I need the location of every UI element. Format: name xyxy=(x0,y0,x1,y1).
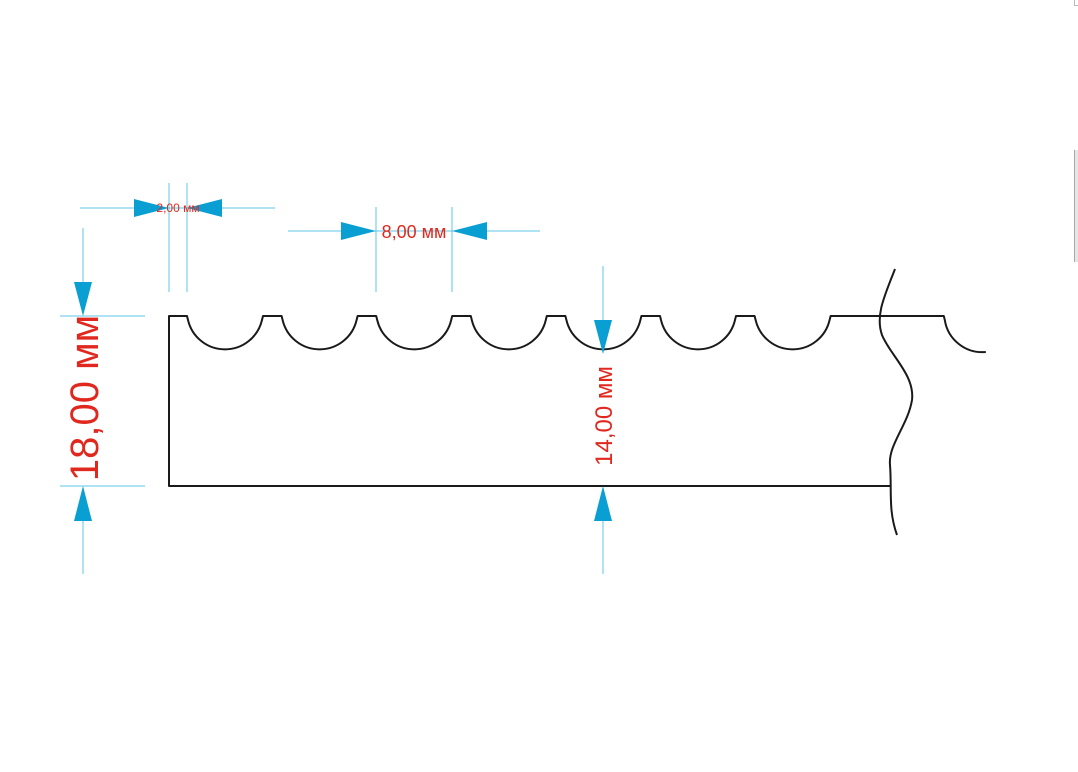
dimension-pitch: 8,00 мм xyxy=(288,207,540,292)
arrow-right-icon xyxy=(341,222,376,240)
arrow-left-icon xyxy=(452,222,487,240)
arrow-up-icon xyxy=(74,486,92,521)
arrow-down-icon xyxy=(74,282,92,316)
dimension-label-tooth-flat: 2,00 мм xyxy=(156,201,199,215)
arrow-right-icon xyxy=(134,199,169,217)
scalloped-profile xyxy=(168,315,986,487)
arrow-up-icon xyxy=(594,486,612,521)
dimension-base-height: 14,00 мм xyxy=(591,266,618,574)
arrow-down-icon xyxy=(594,320,612,354)
vertical-scrollbar[interactable] xyxy=(1074,150,1078,262)
scrollbar-corner xyxy=(1074,0,1078,6)
dimension-label-base-height: 14,00 мм xyxy=(591,366,618,466)
dimension-tooth-flat: 2,00 мм xyxy=(80,183,275,292)
dimension-label-total-height: 18,00 мм xyxy=(63,315,107,481)
break-line xyxy=(878,268,914,536)
dimension-total-height: 18,00 мм xyxy=(60,228,145,574)
dimension-label-pitch: 8,00 мм xyxy=(382,222,447,242)
arrow-left-icon xyxy=(187,199,222,217)
